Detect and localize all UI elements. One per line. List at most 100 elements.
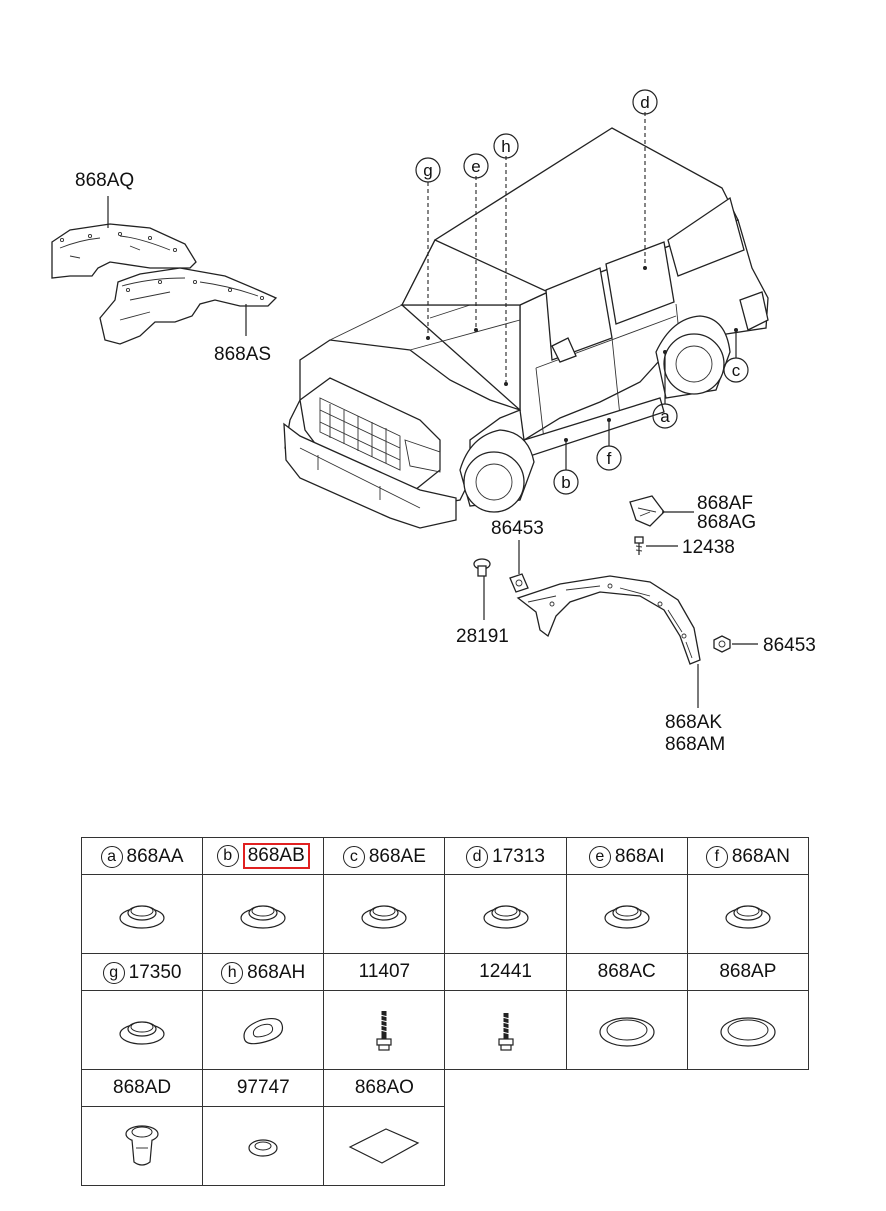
table-image-row [80, 874, 810, 954]
svg-text:f: f [607, 449, 612, 468]
table-cell-header: 868AP [686, 953, 810, 991]
oval-grommet-icon [243, 1017, 284, 1045]
letter-circle: a [100, 845, 123, 868]
bolt-28191-drawing [473, 558, 491, 577]
label-86453-top: 86453 [491, 518, 544, 539]
locator-g: g [415, 157, 441, 183]
part-number: 868AE [368, 845, 426, 867]
mud-guard-drawing [629, 495, 665, 527]
table-cell-image [80, 874, 204, 954]
letter-circle: f [705, 845, 728, 868]
table-cell-image [80, 990, 204, 1070]
table-cell-header: 97747 [202, 1069, 325, 1107]
part-number: 868AC [597, 961, 656, 982]
svg-text:b: b [561, 473, 570, 492]
table-cell-image [565, 874, 688, 954]
part-number: 17350 [128, 961, 182, 983]
fender-liner-rear-drawing [99, 267, 278, 345]
part-number: 868AA [126, 845, 184, 867]
table-cell-empty [687, 1107, 808, 1186]
table-cell-image [80, 1106, 204, 1186]
table-cell-image [323, 990, 446, 1070]
bolt-icon [497, 1013, 514, 1051]
table-cell-empty [445, 1107, 566, 1186]
letter-circle: d [466, 845, 489, 868]
table-cell-image [202, 990, 325, 1070]
suv-body-drawing [283, 127, 769, 529]
letter-circle: b [216, 845, 239, 867]
pad-icon [349, 1128, 420, 1164]
small-ring-icon [248, 1139, 278, 1157]
grommet-icon [482, 905, 529, 929]
table-cell-header: 11407 [323, 953, 446, 991]
locator-a: a [652, 403, 678, 429]
grommet-icon [240, 905, 286, 929]
letter-circle: h [221, 961, 244, 984]
svg-text:a: a [660, 407, 670, 426]
fender-liner-front-drawing [51, 223, 197, 279]
grommet-icon [604, 905, 650, 929]
nut-86453-drawing [713, 635, 731, 653]
table-cell-header: 868AC [565, 953, 688, 991]
wheel-arch-liner-drawing [516, 575, 701, 665]
table-header-row: 868AD 97747 868AO [80, 1069, 809, 1107]
table-cell-header: 12441 [444, 953, 567, 991]
part-number: 17313 [492, 845, 545, 867]
label-868AG: 868AG [697, 512, 756, 533]
label-868AS: 868AS [214, 344, 271, 365]
table-cell-image [444, 990, 567, 1070]
part-number-highlighted: 868AB [242, 843, 310, 869]
grommet-icon [119, 905, 165, 929]
svg-text:d: d [640, 93, 649, 112]
table-cell-image [323, 874, 446, 954]
part-number: 868AD [113, 1077, 172, 1098]
grommet-icon [361, 905, 407, 929]
locator-e: e [463, 153, 489, 179]
table-cell-empty [445, 1070, 566, 1107]
part-number: 12441 [479, 961, 532, 982]
part-number: 11407 [358, 961, 411, 982]
flat-plug-icon [599, 1017, 655, 1047]
table-cell-header: 868AD [80, 1069, 204, 1107]
svg-text:h: h [501, 137, 510, 156]
table-cell-image [323, 1106, 446, 1186]
table-cell-header: 868AO [323, 1069, 446, 1107]
part-number: 868AP [719, 961, 777, 982]
letter-circle: e [588, 845, 611, 868]
label-12438: 12438 [682, 537, 735, 558]
table-cell-empty [566, 1070, 687, 1107]
svg-text:e: e [471, 157, 480, 176]
table-cell-empty [687, 1070, 808, 1107]
part-number: 868AH [247, 961, 306, 983]
table-cell-image [686, 874, 810, 954]
flat-plug-icon [720, 1017, 776, 1047]
label-868AK: 868AK [665, 712, 722, 733]
label-868AM: 868AM [665, 734, 725, 755]
table-cell-image [565, 990, 688, 1070]
part-number: 868AN [731, 845, 790, 867]
table-cell-image [686, 990, 810, 1070]
letter-circle: g [102, 961, 125, 984]
svg-text:c: c [732, 361, 741, 380]
letter-circle: c [342, 845, 365, 868]
label-868AF: 868AF [697, 493, 753, 514]
label-86453-right: 86453 [763, 635, 816, 656]
locator-b: b [553, 469, 579, 495]
label-28191: 28191 [456, 626, 509, 647]
table-cell-image [444, 874, 567, 954]
locator-d: d [632, 89, 658, 115]
grommet-icon [725, 905, 771, 929]
part-number: 97747 [236, 1077, 290, 1098]
locator-h: h [493, 133, 519, 159]
screw-12438-drawing [634, 536, 644, 555]
table-cell-empty [566, 1107, 687, 1186]
